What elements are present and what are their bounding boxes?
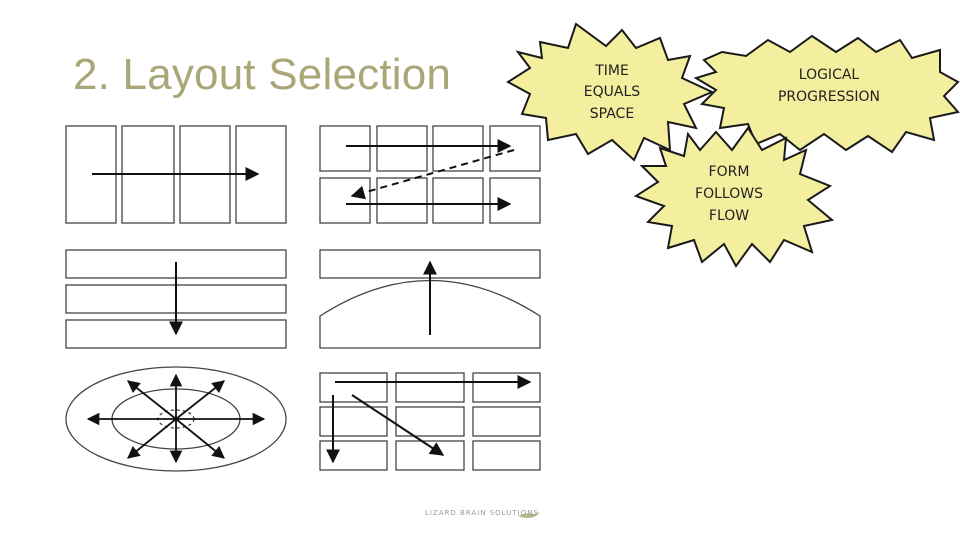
burst-label-line: FOLLOWS	[695, 186, 763, 202]
grid-multi-flow-panel	[319, 372, 541, 471]
burst-label-line: EQUALS	[584, 84, 640, 100]
slide-title: 2. Layout Selection	[73, 50, 452, 99]
form-follows-flow-burst: FORM FOLLOWS FLOW	[633, 126, 835, 268]
lizard-logo-icon	[518, 512, 540, 518]
time-equals-space-burst: TIME EQUALS SPACE	[506, 22, 715, 162]
burst-label-line: LOGICAL	[799, 67, 860, 83]
column-layout-panel	[65, 125, 287, 224]
burst-label-line: TIME	[594, 63, 629, 79]
burst-shape	[506, 22, 715, 162]
grid-z-flow-panel	[319, 125, 541, 224]
burst-shape	[633, 126, 835, 268]
logical-progression-burst: LOGICAL PROGRESSION	[693, 34, 960, 154]
footer-logo: LIZARD BRAIN SOLUTIONS	[425, 509, 539, 517]
burst-label-line: PROGRESSION	[778, 89, 880, 105]
row-layout-panel	[65, 249, 287, 349]
burst-label-line: FLOW	[709, 208, 749, 224]
burst-shape	[693, 34, 960, 154]
dome-layout-panel	[319, 249, 541, 349]
burst-label-line: SPACE	[590, 106, 634, 122]
burst-label-line: FORM	[709, 164, 750, 180]
radial-layout-panel	[65, 366, 287, 472]
